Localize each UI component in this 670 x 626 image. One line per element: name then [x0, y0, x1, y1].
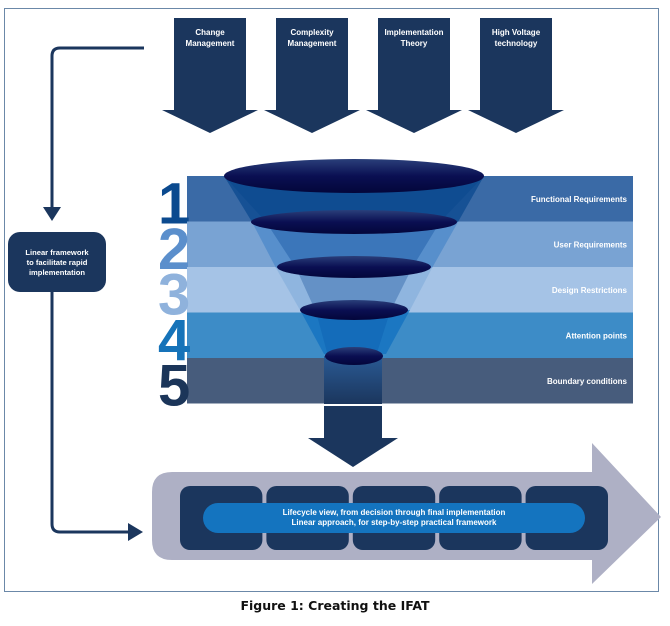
layer-label: Functional Requirements: [531, 195, 628, 204]
layer-band-fill: [187, 358, 633, 404]
side-box-line1: Linear framework: [25, 248, 89, 257]
layer-number: 2: [158, 217, 190, 282]
input-arrow-high-voltage-technology: High Voltage technology: [468, 18, 564, 133]
funnel-ring-2: [251, 210, 457, 234]
figure-frame: [4, 8, 659, 592]
input-label-line1: Change: [195, 28, 225, 37]
input-arrow-change-management: Change Management: [162, 18, 258, 133]
lifecycle-text-line1: Lifecycle view, from decision through fi…: [283, 508, 506, 517]
figure-caption: Figure 1: Creating the IFAT: [240, 598, 430, 613]
layer-label: Design Restrictions: [552, 286, 628, 295]
layer-band-4: 4 Attention points: [158, 308, 633, 373]
arrowhead-down-icon: [43, 207, 61, 221]
layer-number: 1: [158, 172, 190, 237]
input-label-line1: High Voltage: [492, 28, 541, 37]
feedback-connector-top: [43, 46, 144, 221]
input-label-line2: technology: [495, 39, 538, 48]
input-label-line1: Complexity: [290, 28, 334, 37]
input-label-line2: Management: [288, 39, 337, 48]
layer-label: Attention points: [566, 331, 628, 340]
funnel-ring-1: [224, 159, 484, 193]
funnel: [224, 159, 484, 404]
input-label-line2: Management: [186, 39, 235, 48]
side-box-linear-framework: Linear framework to facilitate rapid imp…: [8, 232, 106, 292]
layer-number: 5: [158, 354, 190, 419]
side-box-line3: implementation: [29, 268, 85, 277]
layer-band-fill: [187, 312, 633, 358]
layer-label: User Requirements: [554, 240, 628, 249]
side-box-line2: to facilitate rapid: [27, 258, 88, 267]
input-label-line1: Implementation: [384, 28, 443, 37]
arrowhead-right-icon: [128, 523, 143, 541]
input-arrows: Change Management Complexity Management …: [162, 18, 564, 133]
layer-label: Boundary conditions: [547, 377, 628, 386]
feedback-connector-bottom: [50, 292, 143, 541]
layer-band-5: 5 Boundary conditions: [158, 354, 633, 419]
input-arrow-implementation-theory: Implementation Theory: [366, 18, 462, 133]
lifecycle-arrow: Lifecycle view, from decision through fi…: [152, 443, 661, 584]
funnel-ring-5: [325, 347, 383, 365]
lifecycle-pill: [203, 503, 585, 533]
input-label-line2: Theory: [401, 39, 428, 48]
funnel-output-arrow: [308, 406, 398, 467]
layer-number: 4: [158, 308, 190, 373]
layer-number: 3: [158, 263, 190, 328]
funnel-ring-3: [277, 256, 431, 278]
input-arrow-complexity-management: Complexity Management: [264, 18, 360, 133]
lifecycle-text-line2: Linear approach, for step-by-step practi…: [292, 518, 497, 527]
funnel-ring-4: [300, 300, 408, 320]
